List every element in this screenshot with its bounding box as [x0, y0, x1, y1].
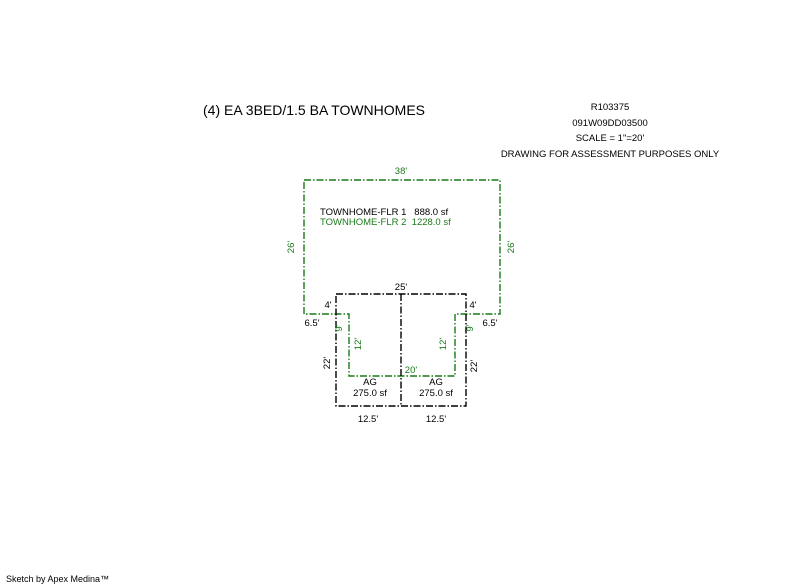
- parcel-id: R103375: [590, 102, 630, 113]
- sketch-credit: Sketch by Apex Medina™: [6, 574, 110, 584]
- dim-right-9: 9': [465, 324, 476, 331]
- map-number: 091W09DD03500: [572, 117, 648, 129]
- dim-top: 38': [395, 166, 408, 177]
- dim-bottom-right: 12.5': [426, 414, 446, 425]
- dim-left-6-5: 6.5': [304, 318, 319, 329]
- garage-right-name: AG: [429, 377, 443, 388]
- dim-right-6-5: 6.5': [482, 318, 497, 329]
- garage-left-area: 275.0 sf: [353, 388, 387, 399]
- dim-left-4: 4': [324, 300, 331, 311]
- garage-left-name: AG: [363, 377, 377, 388]
- drawing-title: (4) EA 3BED/1.5 BA TOWNHOMES: [203, 102, 425, 118]
- dim-right-22: 22': [469, 360, 480, 373]
- purpose-note: DRAWING FOR ASSESSMENT PURPOSES ONLY: [500, 148, 720, 160]
- floor1-outline: [335, 293, 467, 407]
- floor1-area-label: TOWNHOME-FLR 1 888.0 sf: [320, 207, 448, 218]
- dim-right-12: 12': [438, 338, 449, 351]
- dim-left-22: 22': [322, 357, 333, 370]
- dim-inner-top: 25': [395, 282, 408, 293]
- dim-left-side: 26': [286, 241, 297, 254]
- floor2-outline: [303, 179, 501, 377]
- floor2-area-label: TOWNHOME-FLR 2 1228.0 sf: [320, 217, 451, 228]
- scale-label: SCALE = 1"=20': [575, 133, 645, 144]
- dim-middle-20: 20': [405, 365, 418, 376]
- dim-bottom-left: 12.5': [358, 414, 378, 425]
- parcel-info-block: R103375 091W09DD03500 SCALE = 1"=20' DRA…: [490, 100, 730, 162]
- dim-left-9: 9': [334, 324, 345, 331]
- dim-right-4: 4': [469, 300, 476, 311]
- dim-right-side: 26': [506, 241, 517, 254]
- garage-right-area: 275.0 sf: [419, 388, 453, 399]
- dim-left-12: 12': [353, 338, 364, 351]
